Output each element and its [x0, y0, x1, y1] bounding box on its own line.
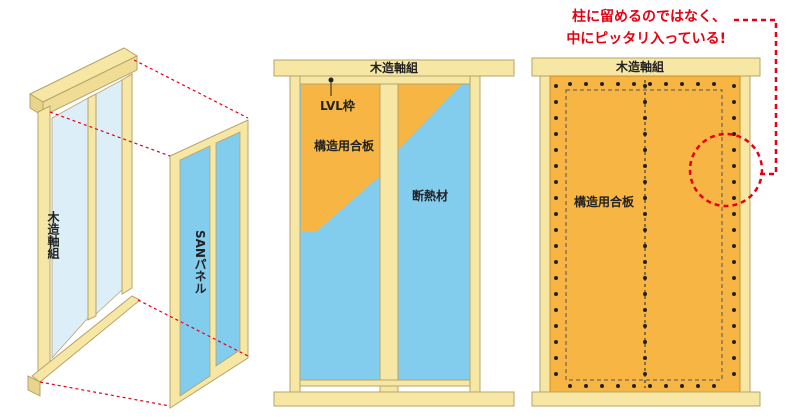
nail-dot: [616, 82, 620, 86]
callout-line1: 柱に留めるのではなく、: [572, 8, 726, 25]
explode-guide-lines: [39, 59, 249, 407]
nail-dot: [632, 384, 636, 388]
nail-dot: [732, 84, 736, 88]
nail-dot: [643, 292, 647, 296]
nail-dot: [643, 84, 647, 88]
nail-dot: [732, 356, 736, 360]
nail-dot: [554, 244, 558, 248]
callout-line2: 中にピッタリ入っている!: [566, 30, 726, 47]
nail-dot: [643, 196, 647, 200]
nail-dot: [643, 100, 647, 104]
nail-dot: [643, 164, 647, 168]
nail-dot: [584, 82, 588, 86]
nail-dot: [664, 82, 668, 86]
nail-dot: [554, 164, 558, 168]
nail-dot: [554, 340, 558, 344]
nail-dot: [554, 100, 558, 104]
nail-dot: [732, 100, 736, 104]
nail-dot: [643, 180, 647, 184]
nail-dot: [643, 212, 647, 216]
nail-dots: [554, 82, 736, 388]
nail-dot: [648, 384, 652, 388]
right-header-label: 木造軸組: [615, 59, 664, 74]
nail-dot: [643, 340, 647, 344]
nail-dot: [600, 384, 604, 388]
nail-dot: [554, 196, 558, 200]
nail-dot: [600, 82, 604, 86]
nail-dot: [554, 308, 558, 312]
nail-dot: [680, 384, 684, 388]
right-plywood-label: 構造用合板: [574, 194, 635, 209]
nail-dot: [643, 132, 647, 136]
san-panel-label: SANパネル: [193, 230, 207, 294]
nail-dot: [712, 82, 716, 86]
nail-dot: [554, 356, 558, 360]
nail-dot: [732, 276, 736, 280]
structural-plywood-label: 構造用合板: [314, 138, 375, 153]
nail-dot: [732, 292, 736, 296]
nail-dot: [696, 82, 700, 86]
insulation-label: 断熱材: [412, 188, 448, 203]
nail-dot: [643, 228, 647, 232]
nail-dot: [643, 116, 647, 120]
nail-dot: [732, 148, 736, 152]
nail-dot: [554, 132, 558, 136]
nail-dot: [643, 148, 647, 152]
nail-dot: [643, 356, 647, 360]
nail-dot: [732, 212, 736, 216]
nail-dot: [584, 384, 588, 388]
nail-dot: [554, 324, 558, 328]
nail-dot: [696, 384, 700, 388]
lvl-frame-label: LVL枠: [320, 98, 355, 113]
nail-dot: [732, 324, 736, 328]
plywood-right: [398, 84, 462, 150]
right-frame: [531, 57, 761, 407]
nail-dot: [554, 212, 558, 216]
nail-dot: [664, 384, 668, 388]
nail-dot: [732, 180, 736, 184]
middle-frame: [273, 59, 515, 407]
nail-dot: [554, 148, 558, 152]
nail-dot: [732, 340, 736, 344]
left-wood-frame: [27, 47, 141, 397]
nail-dot: [554, 228, 558, 232]
nail-dot: [732, 132, 736, 136]
nail-dot: [732, 372, 736, 376]
nail-dot: [554, 292, 558, 296]
nail-dot: [643, 244, 647, 248]
nail-dot: [732, 308, 736, 312]
nail-dot: [680, 82, 684, 86]
nail-dot: [643, 324, 647, 328]
nail-dot: [554, 260, 558, 264]
nail-dot: [732, 164, 736, 168]
nail-dot: [554, 180, 558, 184]
nail-dot: [732, 228, 736, 232]
plywood-left: [302, 84, 380, 232]
nail-dot: [643, 308, 647, 312]
nail-dot: [554, 276, 558, 280]
nail-dot: [643, 276, 647, 280]
nail-dot: [732, 260, 736, 264]
nail-dot: [632, 82, 636, 86]
nail-dot: [712, 384, 716, 388]
nail-dot: [554, 116, 558, 120]
nail-dot: [568, 384, 572, 388]
callout-highlight: [688, 18, 778, 208]
nail-dot: [616, 384, 620, 388]
nail-dot: [732, 244, 736, 248]
nail-dot: [568, 82, 572, 86]
nail-dot: [648, 82, 652, 86]
nail-dot: [643, 372, 647, 376]
nail-dot: [554, 372, 558, 376]
middle-header-label: 木造軸組: [369, 60, 418, 75]
nail-dot: [643, 260, 647, 264]
nail-dot: [732, 116, 736, 120]
nail-dot: [554, 84, 558, 88]
san-panel: [169, 119, 249, 409]
nail-dot: [732, 196, 736, 200]
